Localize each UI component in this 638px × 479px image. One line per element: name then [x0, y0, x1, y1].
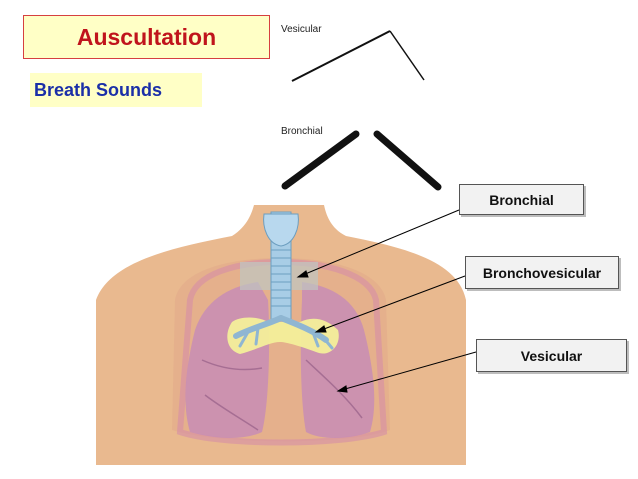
page-subtitle: Breath Sounds — [34, 79, 163, 100]
torso-illustration — [96, 205, 466, 465]
callout-bronchovesicular: Bronchovesicular — [465, 256, 619, 289]
vesicular-waveform — [291, 30, 425, 82]
subtitle-box: Breath Sounds — [30, 73, 202, 107]
bronchial-waveform — [281, 130, 442, 191]
page-title: Auscultation — [76, 23, 217, 50]
callout-vesicular-label: Vesicular — [520, 347, 583, 364]
callout-vesicular: Vesicular — [476, 339, 627, 372]
callout-bronchial-label: Bronchial — [489, 191, 554, 208]
title-box: Auscultation — [23, 15, 270, 59]
pointer-lines — [296, 209, 477, 393]
callout-bronchovesicular-label: Bronchovesicular — [482, 264, 602, 281]
vesicular-wave-label: Vesicular — [281, 24, 322, 35]
callout-bronchial: Bronchial — [459, 184, 584, 215]
bronchial-wave-label: Bronchial — [281, 126, 323, 137]
